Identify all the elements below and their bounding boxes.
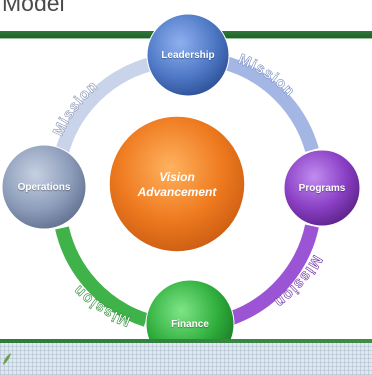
node-programs[interactable]	[283, 149, 361, 227]
center-label-line2: Advancement	[137, 185, 217, 199]
footer-accent-line	[0, 339, 372, 343]
ring-segment-top-right	[220, 55, 319, 153]
node-finance-label: Finance	[171, 319, 209, 330]
ring-segment-bottom-left	[55, 226, 149, 327]
center-label: Vision Advancement	[109, 170, 245, 200]
node-operations[interactable]	[1, 144, 87, 230]
center-label-line1: Vision	[159, 170, 195, 184]
leaf-icon	[3, 353, 11, 365]
node-operations-label: Operations	[17, 182, 71, 193]
ring-segment-top-left	[53, 55, 162, 162]
node-programs-label: Programs	[298, 183, 346, 194]
footer-pattern	[0, 339, 372, 375]
slide-title: Model	[2, 0, 65, 16]
ring-segment-bottom-right	[229, 224, 319, 325]
node-leadership-label: Leadership	[161, 50, 215, 61]
center-circle[interactable]	[108, 115, 246, 253]
node-leadership[interactable]	[146, 13, 230, 97]
